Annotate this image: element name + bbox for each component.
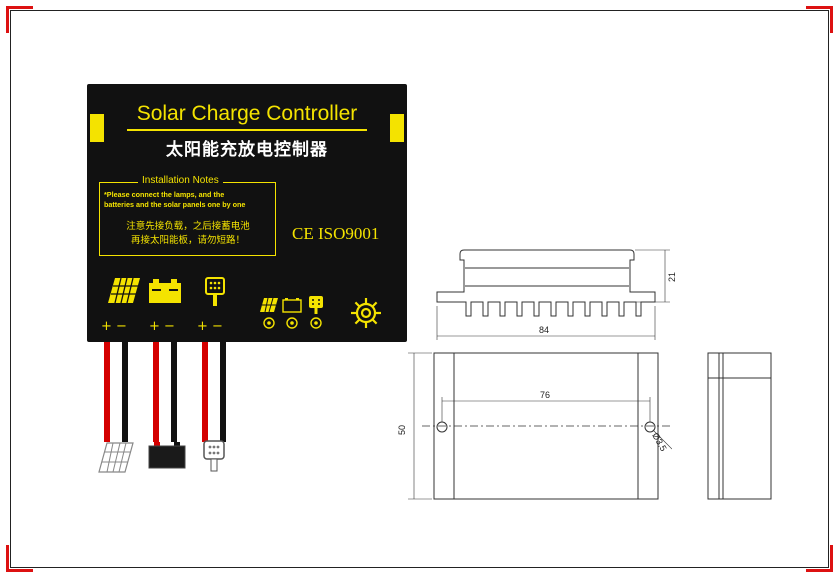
panel-title: Solar Charge Controller	[136, 102, 358, 125]
installation-notes-english: *Please connect the lamps, and the batte…	[104, 190, 272, 210]
notes-en-line-2: batteries and the solar panels one by on…	[104, 200, 246, 209]
frame-corner-top-left	[6, 6, 33, 33]
battery-icon	[149, 279, 181, 303]
notes-en-line-1: *Please connect the lamps, and the	[104, 190, 225, 199]
notes-cn-line-1: 注意先接负载，之后接蓄电池	[126, 221, 250, 232]
solar-panel-device-icon	[98, 442, 134, 473]
wire-battery-positive	[153, 342, 159, 442]
frame-corner-bottom-right	[806, 545, 833, 572]
solar-panel-icon	[108, 277, 140, 304]
frame-corner-bottom-left	[6, 545, 33, 572]
yellow-tab-right	[390, 114, 404, 142]
title-underline	[127, 129, 367, 131]
battery-device-icon	[148, 442, 186, 469]
hole-diameter-label: Ø3.5	[650, 431, 668, 453]
installation-notes-box: Installation Notes *Please connect the l…	[99, 175, 276, 256]
gear-icon	[351, 298, 381, 328]
wire-solar-negative	[122, 342, 128, 442]
lamp-device-icon	[203, 440, 225, 472]
solar-status-icon	[260, 297, 278, 329]
profile-section-drawing: 21 84	[436, 249, 675, 340]
frame-right-line	[828, 10, 829, 568]
panel-subtitle-cn: 太阳能充放电控制器	[166, 140, 328, 160]
frame-corner-top-right	[806, 6, 833, 33]
installation-notes-chinese: 注意先接负载，之后接蓄电池 再接太阳能板，请勿短路！	[104, 220, 272, 248]
controller-label-panel: Solar Charge Controller 太阳能充放电控制器 Instal…	[87, 84, 407, 342]
frame-bottom-line	[10, 567, 829, 568]
side-view-drawing	[707, 352, 772, 500]
terminal-solar-polarity: + −	[101, 319, 127, 334]
wire-lamp-negative	[220, 342, 226, 442]
installation-notes-heading: Installation Notes	[138, 175, 223, 186]
wire-lamp-positive	[202, 342, 208, 442]
width-dimension-label: 84	[539, 325, 549, 335]
battery-status-icon	[282, 298, 302, 329]
terminal-battery-polarity: + −	[149, 319, 175, 334]
top-view-drawing: 76 50 Ø3.5	[397, 352, 672, 500]
yellow-tab-left	[90, 114, 104, 142]
wire-battery-negative	[171, 342, 177, 442]
wire-solar-positive	[104, 342, 110, 442]
lamp-status-icon	[309, 296, 323, 329]
notes-cn-line-2: 再接太阳能板，请勿短路！	[130, 235, 245, 246]
frame-top-line	[10, 10, 829, 11]
length-dimension-label: 50	[397, 425, 407, 435]
certification-mark: CE ISO9001	[292, 224, 380, 243]
hole-spacing-label: 76	[540, 390, 550, 400]
height-dimension-label: 21	[667, 272, 675, 282]
lamp-icon	[205, 277, 225, 306]
terminal-lamp-polarity: + −	[197, 319, 223, 334]
frame-left-line	[10, 10, 11, 568]
